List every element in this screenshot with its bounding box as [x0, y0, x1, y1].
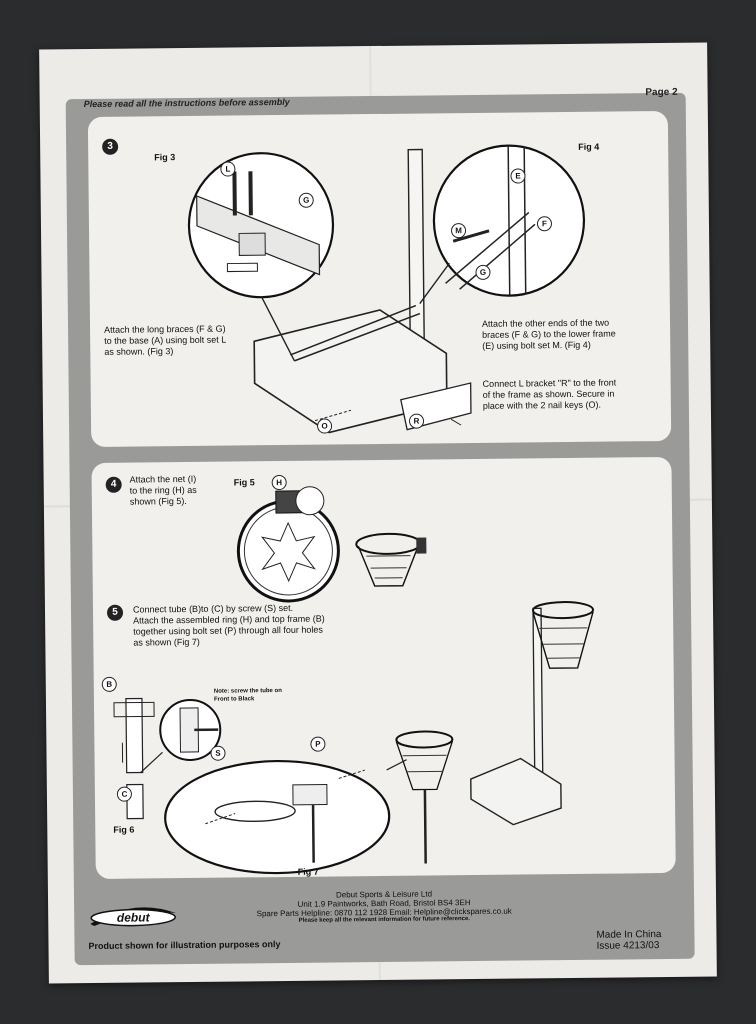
step-3-left-line-2: to the base (A) using bolt set L [104, 334, 227, 346]
part-label-R: R [408, 413, 425, 429]
step-5-note-line-2: Front to Black [213, 696, 255, 703]
step-3-left-line-3: as shown. (Fig 3) [104, 346, 174, 357]
step-3-illustration [187, 144, 586, 434]
footer-made-in: Made In China [596, 929, 662, 941]
part-label-E: E [510, 168, 526, 184]
instruction-sheet: Please read all the instructions before … [39, 42, 717, 984]
step-5-badge: 5 [106, 604, 124, 621]
part-label-G-fig4: G [475, 264, 491, 280]
part-label-F: F [536, 216, 553, 232]
footer-issue: Issue 4213/03 [596, 940, 660, 952]
part-label-P: P [310, 736, 326, 752]
part-label-B: B [101, 676, 117, 692]
page-number: Page 2 [645, 86, 678, 99]
step-5-line-3: together using bolt set (P) through all … [133, 624, 323, 637]
step-4-5-panel: 4 Attach the net (I) to the ring (H) as … [91, 456, 676, 879]
step-3-text-right: Attach the other ends of the two braces … [482, 318, 616, 352]
part-label-H: H [271, 474, 287, 491]
step-5-line-4: as shown (Fig 7) [133, 636, 200, 648]
part-label-M: M [450, 223, 467, 239]
step-3-right-line-2: braces (F & G) to the lower frame [482, 328, 616, 340]
step-5-text: Connect tube (B)to (C) by screw (S) set.… [133, 603, 325, 649]
part-label-L: L [220, 161, 236, 177]
step-3-text-left: Attach the long braces (F & G) to the ba… [104, 324, 226, 358]
footer-made-block: Made In China Issue 4213/03 [596, 929, 661, 952]
step-3-panel: 3 Fig 3 Fig 4 [87, 110, 672, 447]
step-3-right-line-3: (E) using bolt set M. (Fig 4) [482, 339, 591, 351]
debut-logo: debut [90, 907, 177, 927]
part-label-O: O [317, 418, 333, 434]
part-label-G: G [298, 192, 314, 208]
footer-company-block: Debut Sports & Leisure Ltd Unit 1.9 Pain… [234, 888, 534, 924]
step-3-text-right-2: Connect L bracket "R" to the front of th… [483, 377, 617, 411]
footer-illustration: Product shown for illustration purposes … [88, 939, 281, 952]
step-5-note: Note: screw the tube on Front to Black [214, 687, 282, 704]
step-3-right2-line-3: place with the 2 nail keys (O). [482, 399, 601, 411]
step-4-5-illustration [113, 486, 595, 875]
part-label-S: S [210, 745, 226, 761]
brand-text: debut [117, 910, 151, 924]
fig-6-label: Fig 6 [113, 824, 135, 835]
part-label-C: C [116, 786, 133, 802]
fig-7-label: Fig 7 [297, 866, 319, 877]
